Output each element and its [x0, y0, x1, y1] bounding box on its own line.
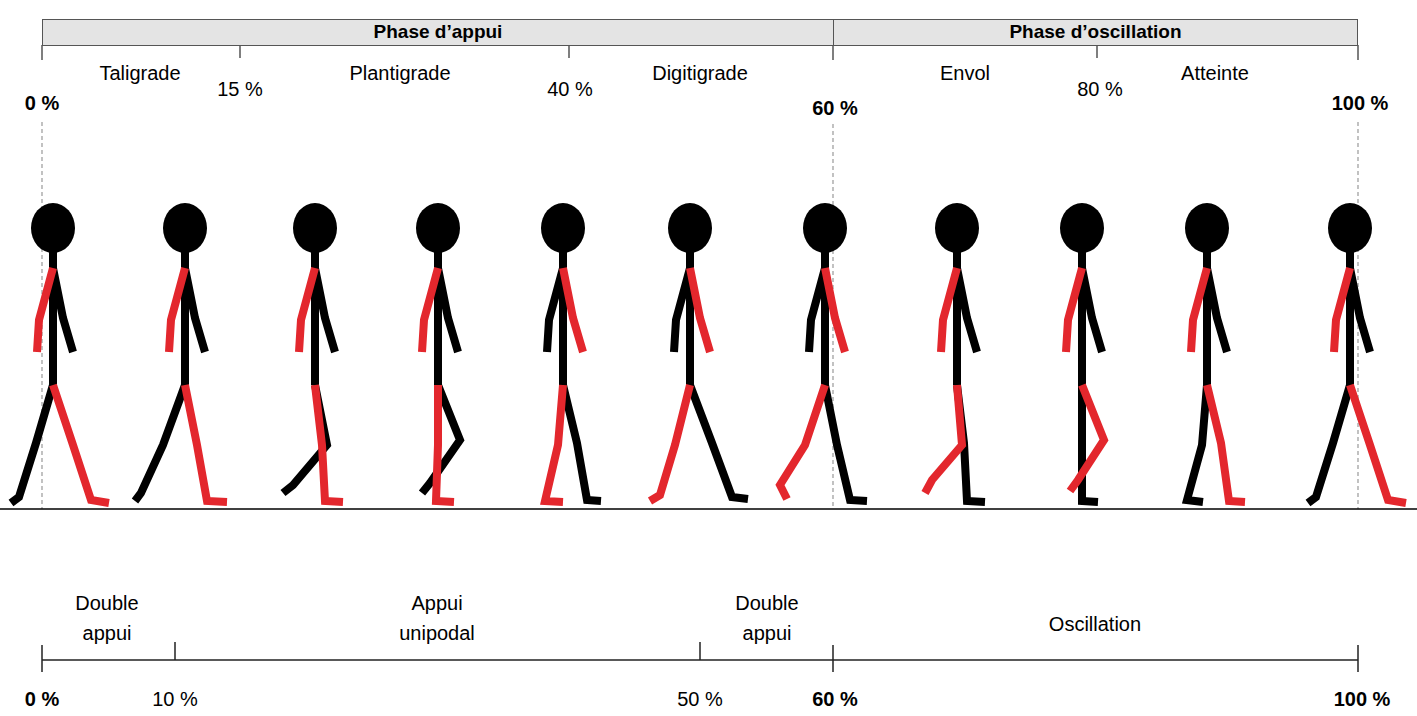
right-arm [1066, 268, 1082, 352]
walker-figure [1308, 203, 1406, 503]
left-leg [1308, 385, 1350, 503]
right-leg [545, 385, 563, 502]
right-leg [53, 385, 109, 503]
head [541, 203, 585, 253]
left-leg [11, 385, 53, 503]
head [416, 203, 460, 253]
head [1060, 203, 1104, 253]
head [668, 203, 712, 253]
phase-title: Phase d’oscillation [1009, 22, 1181, 43]
percent-label: 0 % [25, 88, 59, 118]
percent-label: 10 % [152, 684, 198, 714]
timeline [42, 642, 1358, 672]
right-arm [1191, 268, 1207, 352]
phase-ticks [42, 45, 1358, 60]
walker-figure [135, 203, 227, 502]
support-phase: Appui unipodal [387, 588, 487, 648]
right-leg [925, 385, 962, 493]
support-phase: Oscillation [1049, 609, 1141, 639]
right-arm [299, 268, 315, 352]
percent-label: 60 % [812, 684, 858, 714]
subphase-name: Envol [940, 58, 990, 88]
right-arm [825, 268, 845, 352]
right-arm [1334, 268, 1350, 352]
support-phase: Double appui [57, 588, 157, 648]
right-arm [563, 268, 583, 352]
left-leg [1187, 385, 1207, 502]
right-leg [315, 385, 343, 502]
support-phase: Double appui [717, 588, 817, 648]
percent-label: 100 % [1334, 684, 1391, 714]
walker-figure [650, 203, 748, 501]
right-leg [780, 385, 825, 499]
right-leg [650, 385, 690, 501]
phase-band: Phase d’oscillation [833, 19, 1358, 46]
right-arm [422, 268, 438, 352]
percent-label: 100 % [1332, 88, 1389, 118]
walker-figure [416, 203, 460, 502]
subphase-name: Plantigrade [349, 58, 450, 88]
percent-label: 15 % [217, 74, 263, 104]
walker-figure [780, 203, 867, 501]
walker-figure [541, 203, 601, 502]
percent-label: 80 % [1077, 74, 1123, 104]
head [935, 203, 979, 253]
subphase-name: Taligrade [99, 58, 180, 88]
walker-figure [1060, 203, 1104, 502]
dashed-guides [42, 122, 1358, 509]
head [31, 203, 75, 253]
left-leg [563, 385, 601, 501]
stick-figures [11, 203, 1406, 503]
head [803, 203, 847, 253]
left-leg [690, 385, 748, 499]
head [1328, 203, 1372, 253]
left-leg [825, 385, 867, 501]
subphase-name: Digitigrade [652, 58, 748, 88]
percent-label: 50 % [677, 684, 723, 714]
head [163, 203, 207, 253]
right-arm [37, 268, 53, 352]
subphase-name: Atteinte [1181, 58, 1249, 88]
walker-figure [11, 203, 109, 503]
walker-figure [1185, 203, 1245, 502]
right-leg [1207, 385, 1245, 502]
right-arm [690, 268, 710, 352]
head [1185, 203, 1229, 253]
percent-label: 0 % [25, 684, 59, 714]
phase-band: Phase d’appui [42, 19, 834, 46]
phase-title: Phase d’appui [374, 22, 503, 43]
walker-figure [925, 203, 985, 502]
left-leg [135, 385, 185, 501]
right-leg [1350, 385, 1406, 503]
walker-figure [283, 203, 343, 502]
right-arm [169, 268, 185, 352]
right-leg [185, 385, 227, 502]
percent-label: 60 % [812, 93, 858, 123]
right-leg [1070, 385, 1104, 491]
ground-line [0, 508, 1417, 510]
right-leg [436, 385, 454, 502]
right-arm [941, 268, 957, 352]
percent-label: 40 % [547, 74, 593, 104]
head [293, 203, 337, 253]
